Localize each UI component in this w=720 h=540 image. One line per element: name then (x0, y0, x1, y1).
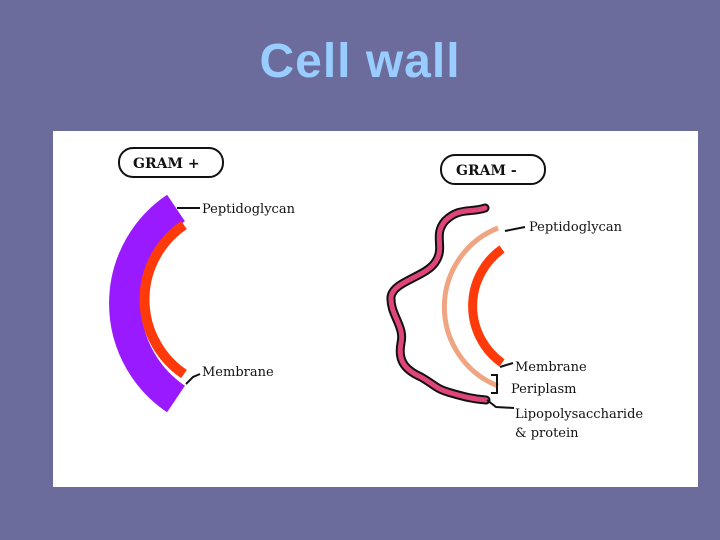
gram-positive-peptidoglycan-label: Peptidoglycan (202, 202, 296, 217)
gram-negative-peptidoglycan-leader (504, 226, 526, 232)
gram-negative-heading-box (440, 154, 546, 185)
gram-negative-heading: GRAM - (440, 154, 546, 185)
gram-negative-lps-leader (486, 399, 515, 409)
gram-positive-membrane-layer (139, 220, 187, 379)
gram-positive-membrane-leader (185, 373, 201, 385)
gram-negative-membrane-layer (468, 245, 505, 367)
gram-positive-membrane-label: Membrane (202, 365, 274, 380)
diagram-panel: GRAM + Peptidoglycan Membrane GRAM - Pep… (53, 131, 698, 487)
gram-negative-lps-label-line2: & protein (515, 426, 579, 441)
gram-negative-membrane-label: Membrane (515, 360, 587, 375)
gram-positive-heading-box (118, 147, 224, 178)
gram-negative-lps-label-line1: Lipopolysaccharide (515, 407, 643, 422)
gram-positive-heading: GRAM + (118, 147, 224, 178)
gram-negative-peptidoglycan-layer (441, 225, 499, 389)
gram-negative-peptidoglycan-label: Peptidoglycan (529, 220, 623, 235)
gram-positive-peptidoglycan-layer (109, 194, 186, 413)
cell-wall-diagram: GRAM + Peptidoglycan Membrane GRAM - Pep… (109, 147, 643, 441)
gram-negative-lps-layer (388, 205, 489, 403)
gram-negative-membrane-leader (499, 362, 514, 368)
gram-positive-heading-text: GRAM + (133, 156, 200, 172)
slide-title: Cell wall (259, 35, 461, 88)
gram-negative-periplasm-label: Periplasm (511, 382, 576, 397)
gram-negative-periplasm-bracket (491, 374, 498, 394)
gram-negative-heading-text: GRAM - (456, 163, 517, 179)
